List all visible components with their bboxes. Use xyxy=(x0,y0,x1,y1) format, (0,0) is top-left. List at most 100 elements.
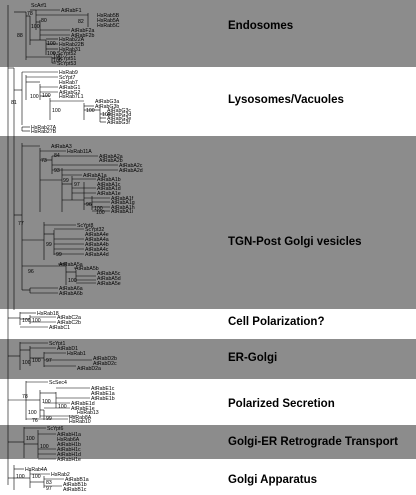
group-label-golgi-app: Golgi Apparatus xyxy=(228,474,318,486)
leaf-label: ScYpt53 xyxy=(57,61,76,67)
leaf-label: AtRabB1a xyxy=(65,477,89,483)
leaf-label: ScYpt6 xyxy=(47,426,63,432)
leaf-label: ScYpt51 xyxy=(57,56,76,62)
bootstrap-value: 100 xyxy=(31,24,40,30)
leaf-label: HsRab7 xyxy=(59,80,78,86)
leaf-label: AtRabH1e xyxy=(57,457,81,463)
leaf-label: HsRab5C xyxy=(97,23,120,29)
leaf-label: HsRab1 xyxy=(67,351,86,357)
bootstrap-value: 77 xyxy=(18,221,24,227)
leaf-label: HsRab27A xyxy=(31,125,57,131)
leaf-label: HsRab8A xyxy=(69,415,92,421)
leaf-label: ScYpt32 xyxy=(85,227,104,233)
leaf-label: ScSec4 xyxy=(49,380,67,386)
bootstrap-value: 100 xyxy=(52,108,61,114)
bootstrap-value: 100 xyxy=(22,318,31,324)
bootstrap-value: 97 xyxy=(74,182,80,188)
bootstrap-value: 83 xyxy=(46,480,52,486)
bootstrap-value: 100 xyxy=(26,436,35,442)
leaf-label: AtRabA1i xyxy=(111,209,133,215)
leaf-label: AtRabH1b xyxy=(57,442,81,448)
bootstrap-value: 100 xyxy=(42,93,51,99)
group-label-cell-polar: Cell Polarization? xyxy=(228,316,325,328)
leaf-label: AtRabF1 xyxy=(61,8,82,14)
bootstrap-value: 100 xyxy=(96,210,105,216)
leaf-label: AtRabA4e xyxy=(85,232,109,238)
leaf-label: AtRabA5e xyxy=(97,281,121,287)
bootstrap-value: 100 xyxy=(40,444,49,450)
leaf-label: AtRabG1 xyxy=(59,85,80,91)
leaf-label: HsRab9 xyxy=(59,70,78,76)
leaf-label: HsRab22A xyxy=(59,37,85,43)
leaf-label: AtRabA1a xyxy=(83,173,107,179)
leaf-label: AtRabA2d xyxy=(119,168,143,174)
bootstrap-value: 100 xyxy=(32,358,41,364)
leaf-label: AtRabA4c xyxy=(85,247,109,253)
leaf-label: AtRabE1c xyxy=(91,386,115,392)
leaf-label: HsRab13 xyxy=(77,410,99,416)
leaf-label: AtRabA5a xyxy=(59,262,83,268)
bootstrap-value: 100 xyxy=(22,360,31,366)
bootstrap-value: 100 xyxy=(47,51,56,57)
band-er-golgi xyxy=(0,339,416,379)
leaf-label: AtRabA5b xyxy=(75,266,99,272)
bootstrap-value: 100 xyxy=(102,112,111,118)
leaf-label: AtRabA2a xyxy=(99,154,123,160)
bootstrap-value: 100 xyxy=(94,206,103,212)
bootstrap-value: 99 xyxy=(46,242,52,248)
bootstrap-value: 88 xyxy=(17,33,23,39)
leaf-label: AtRabB1c xyxy=(63,487,87,493)
bootstrap-value: 99 xyxy=(63,178,69,184)
leaf-label: AtRabC2a xyxy=(57,315,81,321)
leaf-label: ScYpt1 xyxy=(49,341,65,347)
leaf-label: HsRab31 xyxy=(59,47,81,53)
bootstrap-value: 78 xyxy=(27,11,33,17)
leaf-label: AtRabF2a xyxy=(71,28,94,34)
band-lysosomes xyxy=(0,67,416,136)
bootstrap-value: 84 xyxy=(54,153,60,159)
leaf-label: AtRabE1e xyxy=(71,406,95,412)
leaf-label: AtRabG3d xyxy=(107,112,131,118)
leaf-label: AtRabH1d xyxy=(57,452,81,458)
leaf-label: AtRabA2c xyxy=(119,163,143,169)
bootstrap-value: 97 xyxy=(46,486,52,492)
band-cell-polar xyxy=(0,309,416,339)
leaf-label: AtRabG2 xyxy=(59,90,80,96)
bootstrap-value: 93 xyxy=(54,168,60,174)
leaf-label: AtRabA1e xyxy=(97,191,121,197)
leaf-label: AtRabD2b xyxy=(93,356,117,362)
bootstrap-value: 100 xyxy=(53,54,62,60)
bootstrap-value: 100 xyxy=(32,474,41,480)
leaf-label: AtRabF2b xyxy=(71,33,94,39)
bootstrap-value: 99 xyxy=(56,252,62,258)
bootstrap-value: 96 xyxy=(28,269,34,275)
leaf-label: AtRabA2b xyxy=(99,158,123,164)
leaf-label: HsRab7L1 xyxy=(59,94,84,100)
bootstrap-value: 81 xyxy=(11,100,17,106)
leaf-label: HsRab10 xyxy=(69,419,91,425)
leaf-label: HsRab5A xyxy=(97,18,120,24)
bootstrap-value: 100 xyxy=(32,318,41,324)
bootstrap-value: 82 xyxy=(78,19,84,25)
leaf-label: AtRabD2c xyxy=(93,361,117,367)
bootstrap-value: 100 xyxy=(16,474,25,480)
bootstrap-value: 80 xyxy=(41,18,47,24)
leaf-label: HsRab6A xyxy=(57,437,80,443)
bootstrap-value: 73 xyxy=(41,158,47,164)
bootstrap-value: 76 xyxy=(32,418,38,424)
leaf-label: HsRab11A xyxy=(67,149,92,155)
leaf-label: AtRabA1g xyxy=(111,200,135,206)
leaf-label: AtRabG3f xyxy=(107,120,130,126)
bootstrap-value: 100 xyxy=(68,278,77,284)
bootstrap-value: 78 xyxy=(22,394,28,400)
leaf-label: AtRabG3a xyxy=(95,99,119,105)
leaf-label: AtRabC2b xyxy=(57,320,81,326)
bootstrap-value: 100 xyxy=(28,410,37,416)
band-golgi-er xyxy=(0,425,416,459)
leaf-label: AtRabE1a xyxy=(91,391,115,397)
leaf-label: AtRabD2a xyxy=(77,366,101,372)
group-label-polarized: Polarized Secretion xyxy=(228,398,335,410)
leaf-label: AtRabA6a xyxy=(59,286,83,292)
leaf-label: HsRab18 xyxy=(37,311,59,317)
